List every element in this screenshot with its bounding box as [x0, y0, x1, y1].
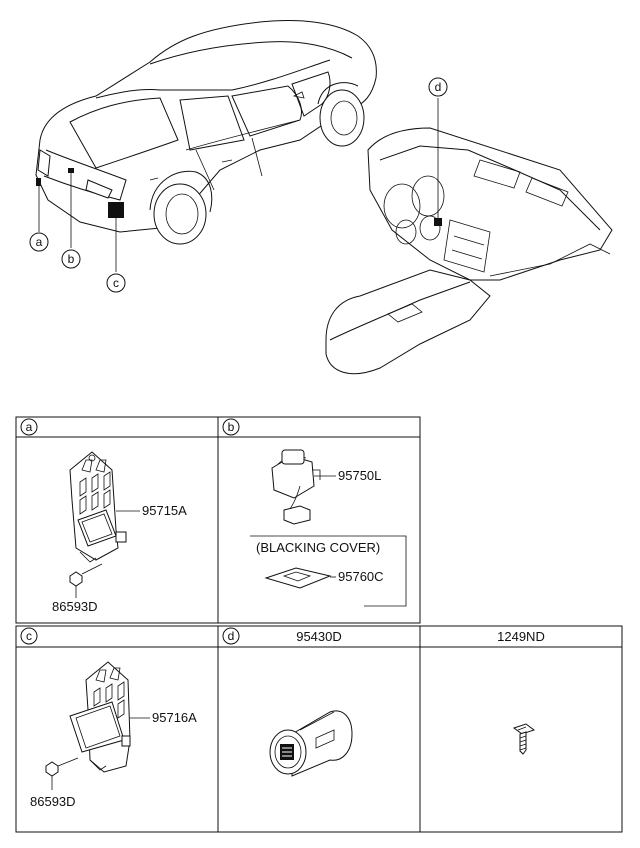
part-86593D-c: 86593D [30, 794, 76, 809]
callout-c: c [106, 273, 126, 293]
blacking-cover-illustration [264, 567, 332, 589]
parts-table [15, 416, 623, 833]
callout-d: d [428, 77, 448, 97]
cell-c-tag: c [20, 627, 38, 645]
callout-b: b [61, 249, 81, 269]
screw-icon [512, 723, 536, 755]
svg-text:c: c [26, 629, 32, 643]
cell-e-header: 1249ND [497, 629, 545, 644]
svg-text:d: d [435, 80, 442, 94]
part-86593D-a: 86593D [52, 599, 98, 614]
car-illustration [35, 20, 377, 245]
part-95750L: 95750L [338, 468, 381, 483]
cell-d-header: 95430D [296, 629, 342, 644]
dashboard-illustration [325, 127, 613, 375]
svg-text:c: c [113, 276, 119, 290]
svg-text:a: a [36, 235, 43, 249]
part-95760C: 95760C [338, 569, 384, 584]
svg-text:a: a [26, 420, 33, 434]
svg-text:b: b [228, 420, 235, 434]
camera-illustration [271, 449, 321, 525]
part-95716A: 95716A [152, 710, 197, 725]
svg-text:d: d [228, 629, 235, 643]
bolt-a-icon [69, 563, 103, 587]
module-bracket-a-illustration [69, 451, 127, 563]
bolt-c-icon [45, 757, 79, 777]
start-button-illustration [269, 710, 353, 777]
cell-d-tag: d [222, 627, 240, 645]
part-95715A: 95715A [142, 503, 187, 518]
blacking-cover-label: (BLACKING COVER) [256, 540, 380, 555]
cell-b-tag: b [222, 418, 240, 436]
module-bracket-c-illustration [69, 661, 131, 773]
callout-a: a [29, 232, 49, 252]
cell-a-tag: a [20, 418, 38, 436]
svg-text:b: b [68, 252, 75, 266]
cover-bracket-line [250, 535, 407, 607]
